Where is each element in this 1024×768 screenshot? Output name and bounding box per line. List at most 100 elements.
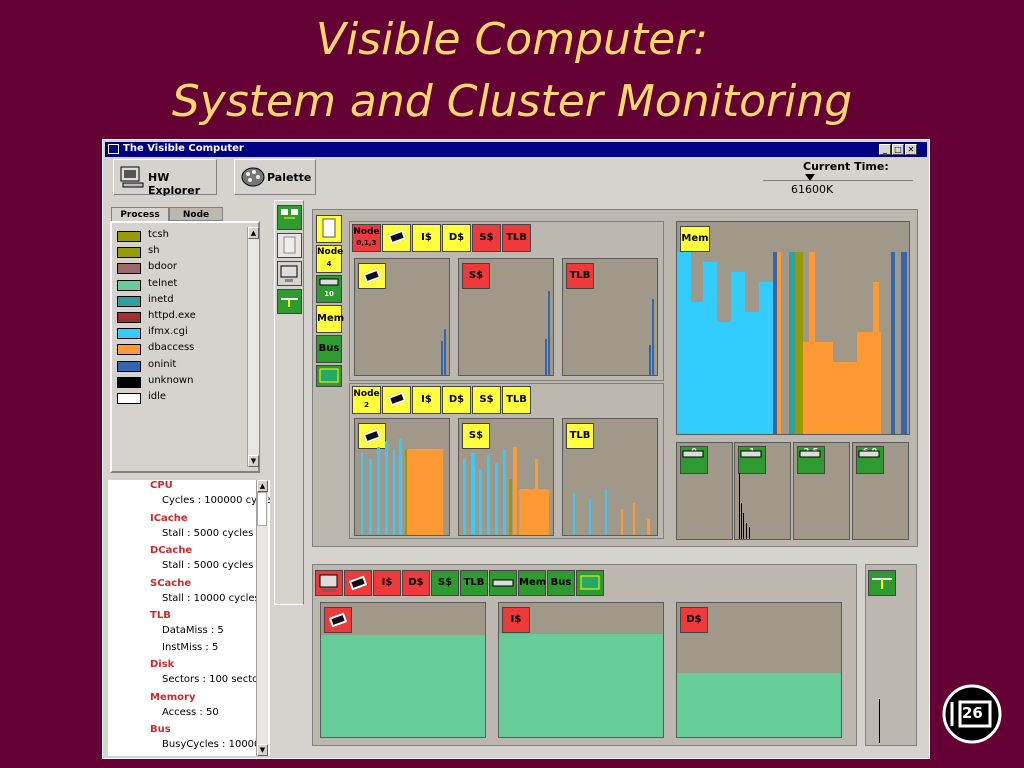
window-titlebar[interactable]: The Visible Computer _ □ ✕ (105, 142, 927, 157)
detail-disk-button[interactable] (489, 570, 517, 596)
cluster-view-button[interactable] (277, 205, 302, 230)
chipset-button[interactable] (316, 365, 342, 387)
visible-computer-window: The Visible Computer _ □ ✕ HW Explorer P… (102, 139, 930, 759)
legend-label: dbaccess (148, 342, 195, 354)
legend-swatch (117, 360, 141, 372)
detail-dcache-button[interactable]: D$ (402, 570, 430, 596)
bus-view-button[interactable] (277, 289, 302, 314)
node-b-dcache-button[interactable]: D$ (442, 386, 471, 414)
network-icon (281, 209, 298, 219)
node-a-dcache-button[interactable]: D$ (442, 224, 471, 252)
node-b-cpu-graph (361, 439, 443, 535)
detail-scache-button[interactable]: S$ (431, 570, 459, 596)
bus-button[interactable]: Bus (316, 335, 342, 363)
slide-number-badge: 26 (938, 684, 1006, 744)
slide-number-icon (942, 684, 1002, 744)
mem-badge: Mem (680, 226, 710, 252)
disk-icon (682, 450, 704, 458)
bus-panel (865, 564, 917, 746)
scroll-thumb[interactable] (257, 492, 267, 526)
legend-label: oninit (148, 358, 177, 370)
disk-icon (740, 450, 762, 458)
tlb-badge: TLB (566, 263, 594, 289)
maximize-button[interactable]: □ (892, 144, 904, 155)
property-value: DataMiss : 5 (162, 625, 224, 636)
current-time-label: Current Time: (803, 160, 889, 173)
disk-2-5-badge: 2-5 (797, 446, 825, 474)
circuit-board-icon (580, 575, 600, 590)
minimize-button[interactable]: _ (879, 144, 891, 155)
monitor-icon (319, 574, 338, 592)
disk-icon (492, 579, 514, 587)
property-value: Access : 50 (162, 706, 219, 718)
legend-scrollbar[interactable]: ▲ ▼ (247, 227, 259, 467)
disk-1-plot: 1 (734, 442, 791, 540)
scache-badge: S$ (462, 263, 490, 289)
tab-process[interactable]: Process (111, 207, 169, 221)
bus-icon (872, 578, 892, 589)
node-b-cpu-button[interactable] (382, 386, 411, 414)
property-heading: TLB (150, 610, 171, 621)
legend-label: tcsh (148, 229, 169, 240)
document-view-button[interactable] (277, 233, 302, 258)
cpu-chip-icon (387, 391, 406, 407)
scroll-down-icon[interactable]: ▼ (248, 455, 259, 467)
node-b-tlb-plot: TLB (562, 418, 658, 536)
detail-icache-button[interactable]: I$ (373, 570, 401, 596)
disk-button[interactable]: 10 (316, 275, 342, 303)
slide-title-line2: System and Cluster Monitoring (171, 76, 853, 127)
circuit-board-icon (319, 368, 339, 383)
time-slider-thumb-icon[interactable] (805, 174, 815, 181)
property-heading: Bus (150, 724, 171, 735)
node-b-icache-button[interactable]: I$ (412, 386, 441, 414)
disk-1-graph (739, 473, 750, 539)
property-value: Cycles : 100000 cycle (162, 495, 270, 506)
mem-button[interactable]: Mem (316, 305, 344, 333)
scroll-down-icon[interactable]: ▼ (257, 744, 268, 756)
computer-view-button[interactable] (277, 261, 302, 286)
detail-tlb-button[interactable]: TLB (460, 570, 488, 596)
legend-swatch (117, 279, 141, 291)
node-b-tlb-button[interactable]: TLB (502, 386, 531, 414)
detail-cpu-button[interactable] (344, 570, 372, 596)
detail-bus-button[interactable]: Bus (547, 570, 575, 596)
detail-cpu-plot (320, 602, 486, 738)
hw-explorer-button[interactable]: HW Explorer (113, 159, 217, 197)
system-button[interactable] (316, 215, 342, 243)
view-toolbar (274, 200, 304, 605)
memory-plot: Mem (676, 221, 910, 435)
bus-graph-line (879, 699, 880, 743)
node-b-scache-button[interactable]: S$ (472, 386, 501, 414)
node-a-scache-plot: S$ (458, 258, 554, 376)
detail-dcache-fill (677, 673, 841, 737)
scroll-up-icon[interactable]: ▲ (257, 480, 268, 492)
legend-swatch (117, 263, 141, 275)
time-slider-track[interactable] (763, 180, 913, 181)
detail-chipset-button[interactable] (576, 570, 604, 596)
node-a-scache-button[interactable]: S$ (472, 224, 501, 252)
icache-badge: I$ (502, 607, 530, 633)
detail-computer-button[interactable] (315, 570, 343, 596)
node-a-tlb-graph (649, 299, 654, 375)
detail-cpu-fill (321, 635, 485, 737)
palette-button[interactable]: Palette (234, 159, 316, 195)
scroll-up-icon[interactable]: ▲ (248, 227, 259, 239)
node-a-tlb-button[interactable]: TLB (502, 224, 531, 252)
legend-label: unknown (148, 374, 194, 386)
window-title: The Visible Computer (123, 143, 244, 154)
node-a-cpu-button[interactable] (382, 224, 411, 252)
close-button[interactable]: ✕ (905, 144, 917, 155)
tab-node[interactable]: Node (169, 207, 223, 221)
legend-label: telnet (148, 277, 178, 289)
detail-mem-button[interactable]: Mem (518, 570, 546, 596)
cpu-chip-badge (324, 607, 352, 633)
node-a-cpu-plot (354, 258, 450, 376)
properties-scrollbar[interactable]: ▲ ▼ (256, 480, 268, 756)
node-a-icache-button[interactable]: I$ (412, 224, 441, 252)
monitor-icon (280, 265, 298, 282)
